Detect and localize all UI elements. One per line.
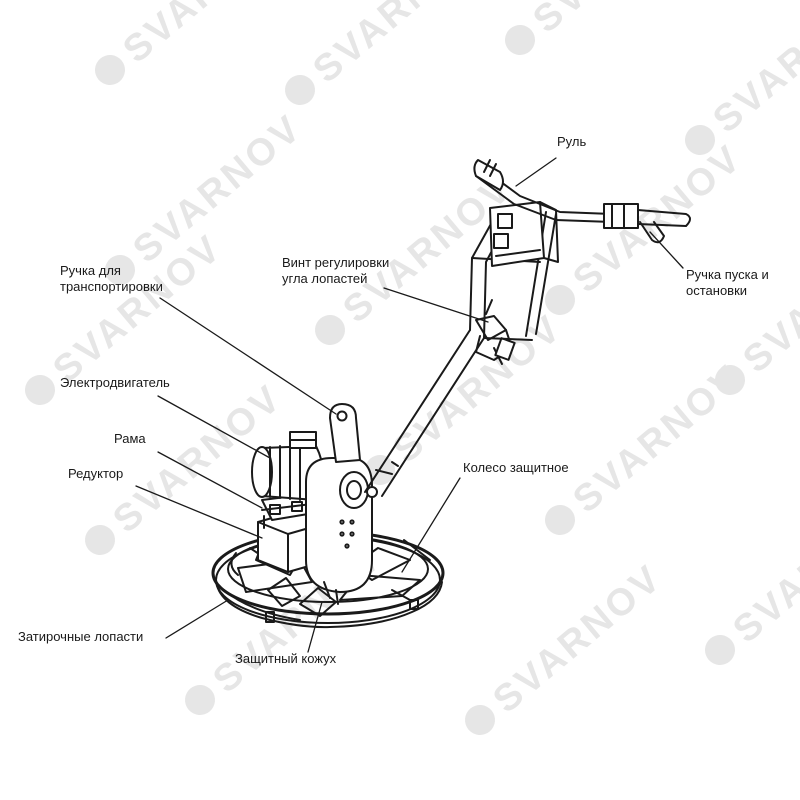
watermark-logo-emblem xyxy=(105,255,135,285)
control-box xyxy=(489,201,559,267)
watermark-logo-emblem xyxy=(685,125,715,155)
watermark-logo-emblem xyxy=(315,315,345,345)
handlebar-bar xyxy=(473,159,691,244)
watermark-logo-emblem xyxy=(85,525,115,555)
watermark-logo-emblem xyxy=(95,55,125,85)
watermark-logo-emblem xyxy=(25,375,55,405)
leader-lines xyxy=(135,157,684,653)
watermark-logo-emblem xyxy=(505,25,535,55)
label-guard-ring: Колесо защитное xyxy=(463,460,569,475)
label-trowel-blades: Затирочные лопасти xyxy=(18,629,144,644)
label-motor: Электродвигатель xyxy=(60,375,170,390)
label-frame: Рама xyxy=(114,431,146,446)
transport-lug xyxy=(329,403,361,463)
label-angle-screw: Винт регулировки угла лопастей xyxy=(282,255,390,286)
label-gearbox: Редуктор xyxy=(68,466,124,481)
label-transport-handle: Ручка для транспортировки xyxy=(60,263,163,294)
watermark-logo-emblem xyxy=(465,705,495,735)
label-handlebar: Руль xyxy=(557,134,587,149)
watermark-logo-emblem xyxy=(185,685,215,715)
watermark-logo-emblem xyxy=(545,505,575,535)
watermark-logo-emblem xyxy=(285,75,315,105)
handle-shaft xyxy=(364,329,485,498)
watermark-logo-emblem xyxy=(715,365,745,395)
cover-housing xyxy=(305,457,373,605)
label-protective-cover: Защитный кожух xyxy=(235,651,337,666)
label-start-stop-handle: Ручка пуска и остановки xyxy=(686,267,769,298)
watermark-logo-emblem xyxy=(705,635,735,665)
watermark-logo-emblem xyxy=(545,285,575,315)
angle-screw xyxy=(475,299,516,365)
